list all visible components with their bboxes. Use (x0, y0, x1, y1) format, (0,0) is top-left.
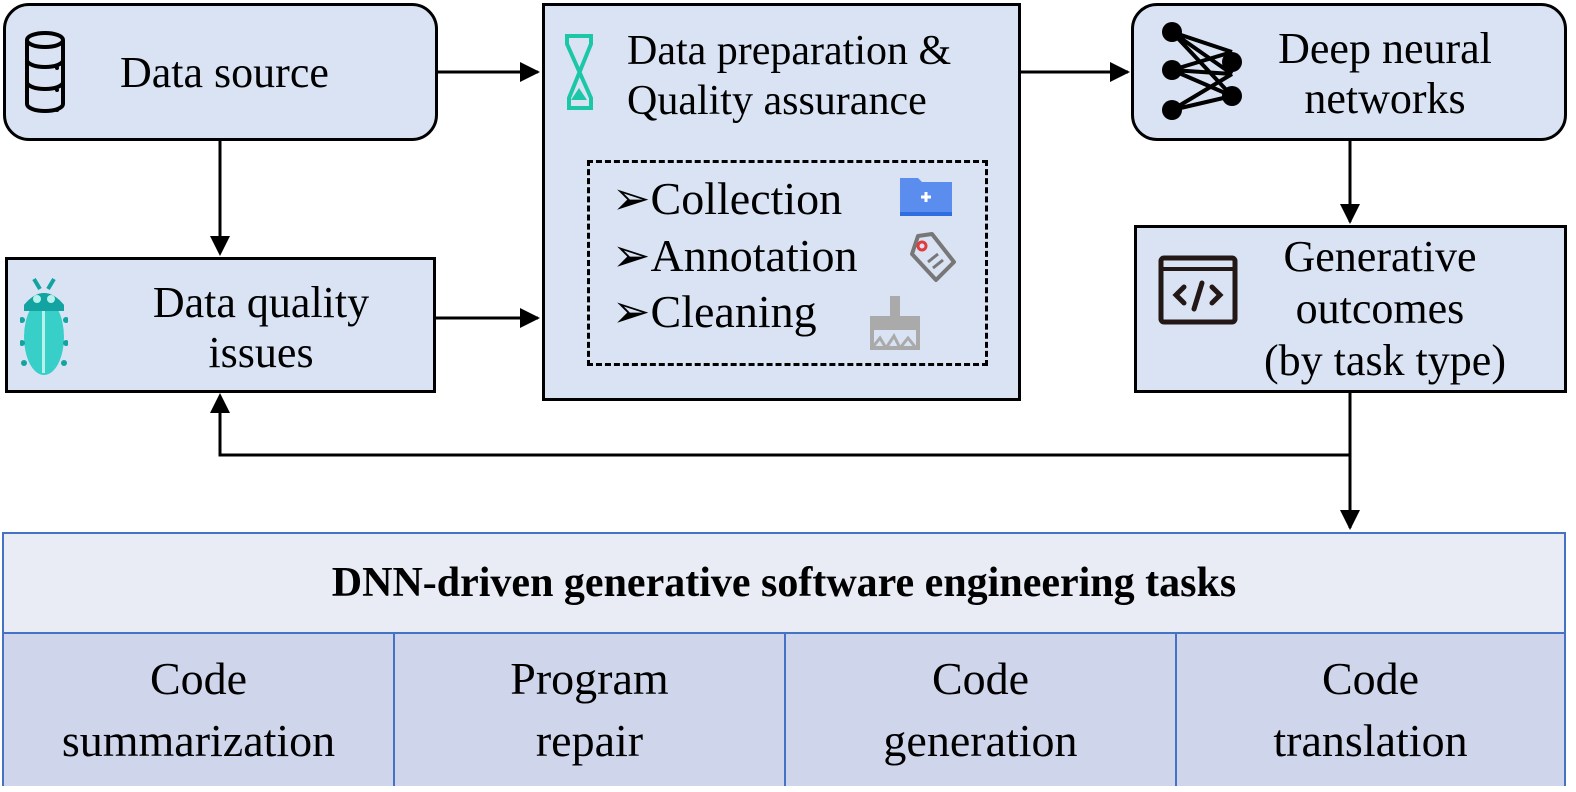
data-quality-line1: Data quality (152, 278, 370, 327)
outcomes-line3: (by task type) (1264, 336, 1506, 385)
task-line1: Program (510, 653, 669, 704)
step-label: Cleaning (650, 286, 817, 337)
brush-icon (870, 296, 920, 350)
task-line2: translation (1273, 715, 1468, 766)
bullet-arrow-icon: ➢ (612, 230, 651, 281)
step-annotation: ➢Annotation (612, 231, 858, 281)
neural-network-icon (1162, 22, 1242, 120)
task-line1: Code (931, 653, 1030, 704)
task-line1: Code (149, 653, 248, 704)
dnn-line1: Deep neural (1278, 24, 1492, 73)
data-prep-line2: Quality assurance (627, 78, 927, 124)
bullet-arrow-icon: ➢ (612, 286, 651, 337)
folder-add-icon (900, 178, 952, 216)
bug-icon (20, 277, 68, 375)
step-label: Annotation (650, 230, 858, 281)
task-cell: Code summarization (4, 634, 395, 786)
step-collection: ➢Collection (612, 174, 842, 224)
tag-icon (910, 232, 956, 282)
outcomes-line2: outcomes (1295, 284, 1465, 333)
generative-outcomes-node (1134, 225, 1567, 393)
data-quality-issues-node (5, 257, 436, 393)
hourglass-icon (565, 34, 593, 110)
step-cleaning: ➢Cleaning (612, 287, 817, 337)
outcomes-line1: Generative (1283, 232, 1477, 281)
dnn-line2: networks (1304, 74, 1466, 123)
data-source-label: Data source (120, 48, 329, 97)
tasks-title: DNN-driven generative software engineeri… (4, 534, 1564, 634)
bullet-arrow-icon: ➢ (612, 173, 651, 224)
task-line2: generation (883, 715, 1078, 766)
data-prep-line1: Data preparation & (627, 28, 952, 74)
task-cell: Program repair (395, 634, 786, 786)
code-window-icon (1158, 255, 1238, 325)
task-line2: repair (535, 715, 644, 766)
data-source-node (3, 3, 438, 141)
task-line1: Code (1321, 653, 1420, 704)
data-quality-line2: issues (208, 328, 314, 377)
tasks-table: DNN-driven generative software engineeri… (2, 532, 1566, 786)
step-label: Collection (650, 173, 843, 224)
task-line2: summarization (61, 715, 336, 766)
prep-steps-group (587, 160, 988, 366)
task-cell: Code translation (1177, 634, 1564, 786)
task-cell: Code generation (786, 634, 1177, 786)
database-icon (25, 31, 65, 113)
feedback-arrow (218, 396, 1350, 457)
